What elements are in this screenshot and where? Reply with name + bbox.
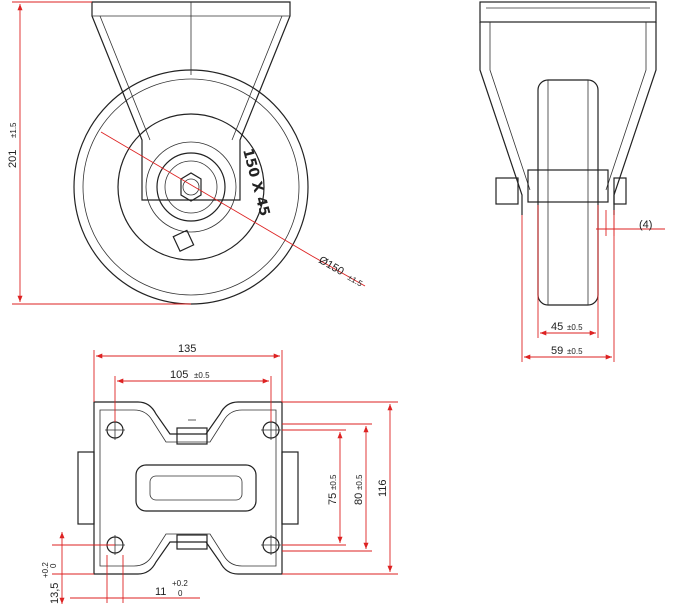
front-view: 150 X 45 Ø150 ±1.5 201 ±1.5: [7, 1, 366, 305]
fork-leg-right: [613, 22, 657, 215]
fork-inner-left: [99, 15, 151, 141]
clearance-label: (4): [639, 219, 652, 231]
nut-right: [613, 177, 627, 205]
plate-width-label: 116: [377, 479, 389, 497]
hub-inner: [164, 160, 218, 214]
top-plate-inner: [99, 409, 277, 567]
wheel-diameter-label: Ø150: [317, 254, 346, 278]
hole-pitch-y-label: 75: [327, 493, 339, 505]
hub: [156, 152, 226, 222]
wheel-rim: [117, 113, 265, 261]
center-slot-inner: [149, 475, 243, 501]
hole-offset-label: 13,5: [49, 583, 61, 604]
fork-leg-left: [479, 22, 523, 215]
hole-pitch-y-tol: ±0.5: [329, 474, 338, 490]
hole-size-tol-lower: 0: [178, 589, 183, 598]
diameter-leader-ext: [311, 255, 366, 287]
fork-inner-right: [231, 15, 283, 141]
wheel-rim-inner: [145, 141, 237, 233]
axle: [182, 178, 200, 196]
plate-inner-label: 80: [353, 493, 365, 505]
wheel-diameter-tol: ±1.5: [346, 273, 364, 289]
mount-hole-tr: [261, 420, 281, 440]
diameter-leader: [100, 131, 313, 257]
height-tol: ±1.5: [9, 122, 18, 138]
wheel-tread-line: [82, 78, 300, 296]
fork-width-label: 59: [551, 345, 563, 357]
wheel-width-tol: ±0.5: [567, 323, 583, 332]
hole-offset-tol-upper: +0.2: [41, 562, 50, 578]
hole-size-label: 11: [155, 586, 166, 598]
wheel-marking: 150 X 45: [239, 147, 272, 218]
mount-hole-br: [261, 535, 281, 555]
height-label: 201: [7, 150, 19, 168]
wheel-width-label: 45: [551, 321, 563, 333]
hole-pitch-x-label: 105: [170, 369, 188, 381]
mount-hole-tl: [105, 420, 125, 440]
hole-pitch-x-tol: ±0.5: [194, 371, 210, 380]
fork-leg-left-inner: [489, 22, 531, 191]
hole-offset-tol-lower: 0: [49, 563, 58, 568]
axle-nut: [180, 172, 202, 202]
wheel-outer: [73, 69, 309, 305]
side-view: (4) 45 ±0.5 59 ±0.5: [479, 1, 665, 362]
fork-leg-right-inner: [605, 22, 647, 191]
nut-bottom: [176, 534, 208, 550]
center-slot-outer: [135, 464, 257, 512]
fork-bracket: [91, 1, 291, 201]
nut-left: [495, 177, 519, 205]
plate-length-label: 135: [178, 343, 196, 355]
fork-width-tol: ±0.5: [567, 347, 583, 356]
hole-size-tol-upper: +0.2: [172, 579, 188, 588]
axle-tab: [172, 229, 195, 253]
plate-inner-tol: ±0.5: [355, 474, 364, 490]
top-view: 135 105 ±0.5 75 ±0.5 80 ±0.5 116 13,5 +0…: [41, 343, 398, 604]
flange-right: [281, 451, 299, 525]
wheel-side: [537, 79, 599, 306]
top-plate-side: [479, 1, 657, 23]
hub-side: [527, 169, 609, 203]
flange-left: [77, 451, 95, 525]
nut-top: [176, 427, 208, 445]
